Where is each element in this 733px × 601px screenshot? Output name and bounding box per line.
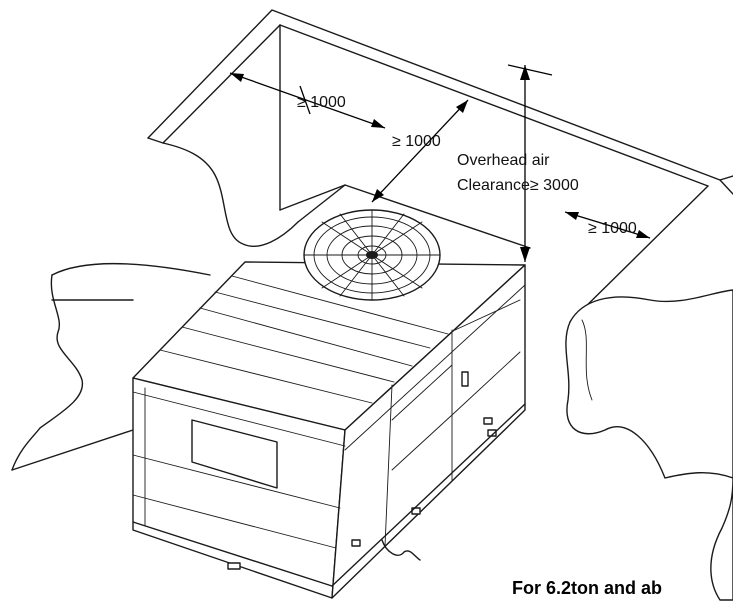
overhead-label-line2: Clearance≥ 3000 — [457, 177, 579, 194]
condenser-fan — [303, 209, 441, 301]
back-clearance-label: ≥ 1000 — [392, 133, 441, 150]
right-clearance-label: ≥ 1000 — [588, 220, 637, 237]
rooftop-unit — [132, 261, 526, 599]
right-low-wall — [565, 289, 733, 601]
left-low-wall — [11, 263, 211, 471]
caption-text: For 6.2ton and ab — [512, 578, 662, 598]
overhead-label-line1: Overhead air — [457, 152, 550, 169]
dimension-arrows — [229, 64, 651, 262]
left-clearance-label: ≥ 1000 — [297, 94, 346, 111]
wall-enclosure — [147, 9, 733, 323]
